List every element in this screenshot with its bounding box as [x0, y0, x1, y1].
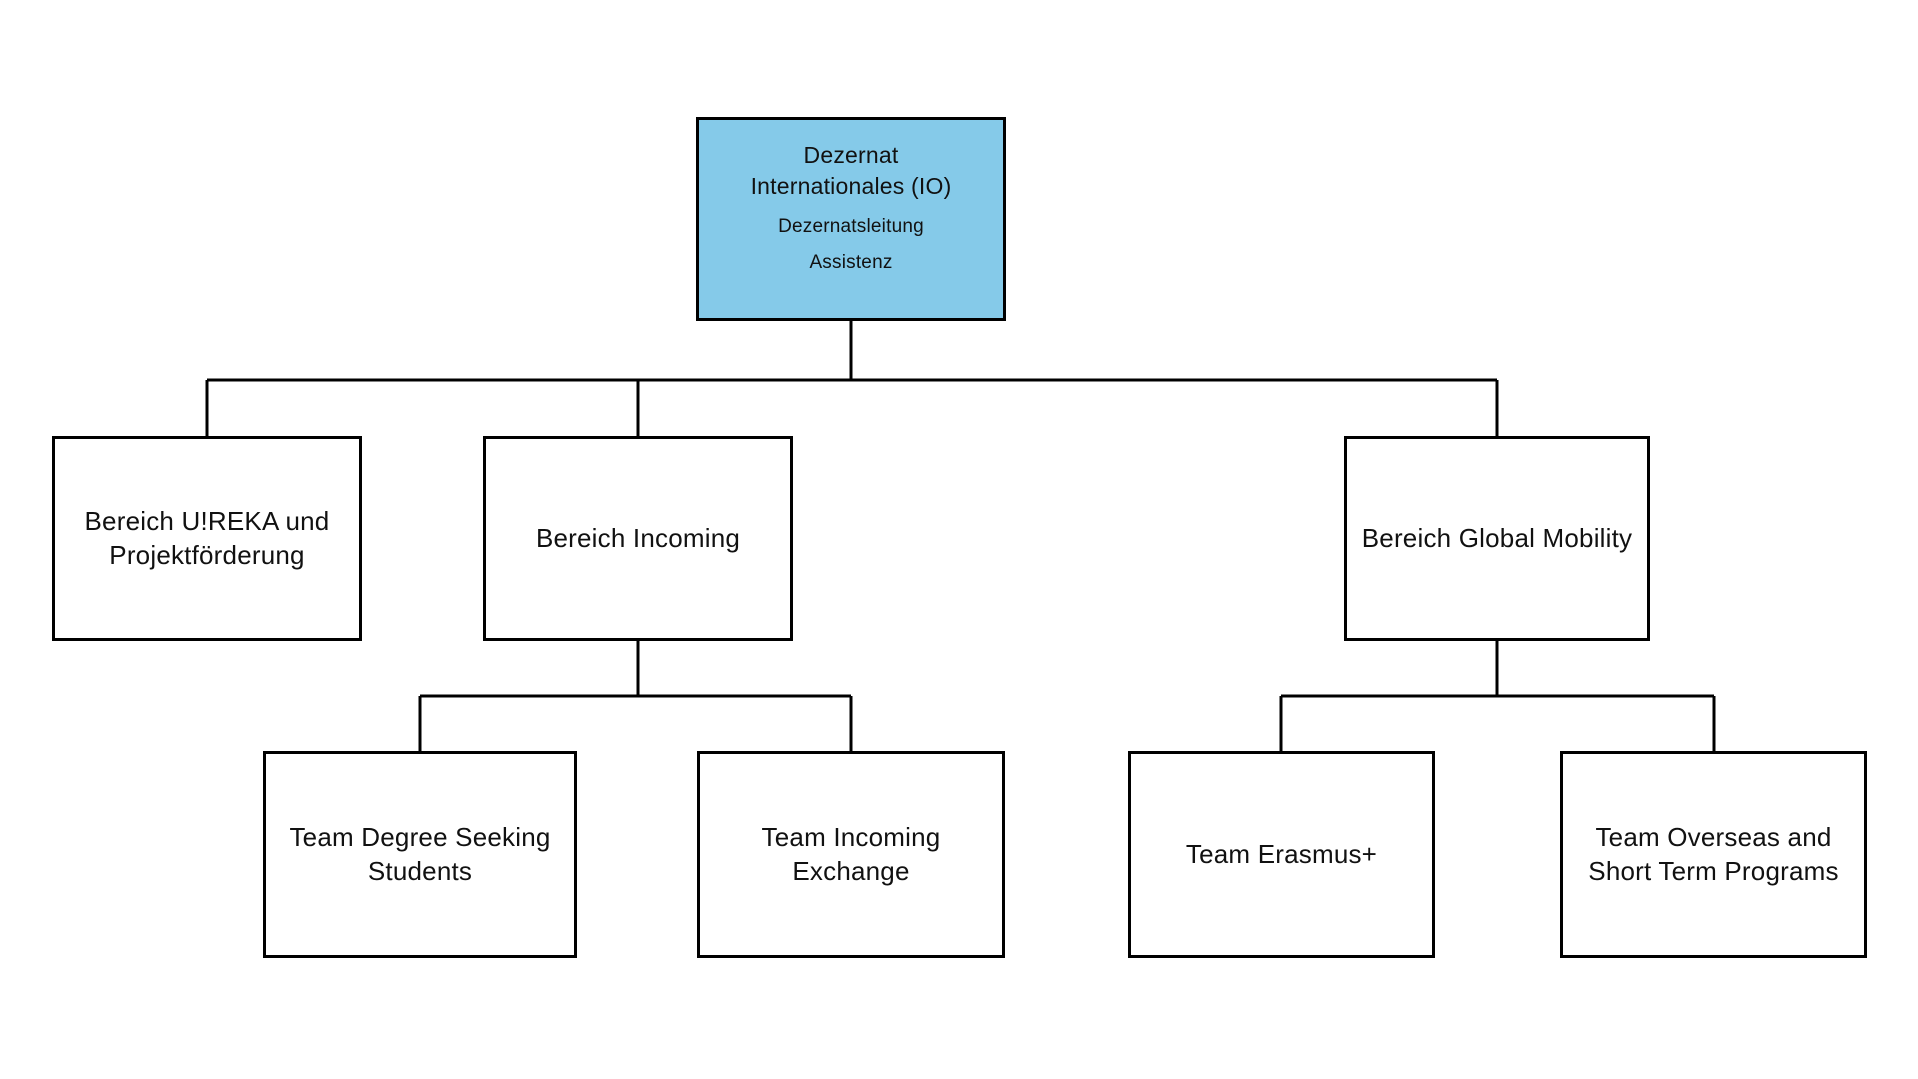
- org-node-label: Team Incoming Exchange: [761, 822, 941, 886]
- org-node-team-degree-seeking-students: Team Degree Seeking Students: [263, 751, 577, 958]
- org-node-bereich-ureka: Bereich U!REKA und Projektförderung: [52, 436, 362, 641]
- org-node-role-dezernatsleitung: Dezernatsleitung: [778, 216, 924, 238]
- org-node-label: Bereich U!REKA und Projektförderung: [84, 506, 330, 570]
- org-node-label: Team Overseas and Short Term Programs: [1588, 822, 1839, 886]
- org-node-team-incoming-exchange: Team Incoming Exchange: [697, 751, 1005, 958]
- org-node-label: Bereich Global Mobility: [1361, 522, 1633, 553]
- org-node-label: Bereich Incoming: [535, 522, 741, 553]
- org-node-title: Dezernat Internationales (IO): [750, 141, 952, 199]
- org-node-team-erasmus: Team Erasmus+: [1128, 751, 1435, 958]
- org-node-dezernat-internationales: Dezernat Internationales (IO) Dezernatsl…: [696, 117, 1006, 321]
- org-node-team-overseas-short-term: Team Overseas and Short Term Programs: [1560, 751, 1867, 958]
- org-node-bereich-incoming: Bereich Incoming: [483, 436, 793, 641]
- org-node-label: Team Erasmus+: [1185, 838, 1378, 869]
- org-node-role-assistenz: Assistenz: [809, 252, 893, 274]
- org-node-label: Team Degree Seeking Students: [289, 822, 551, 886]
- org-node-bereich-global-mobility: Bereich Global Mobility: [1344, 436, 1650, 641]
